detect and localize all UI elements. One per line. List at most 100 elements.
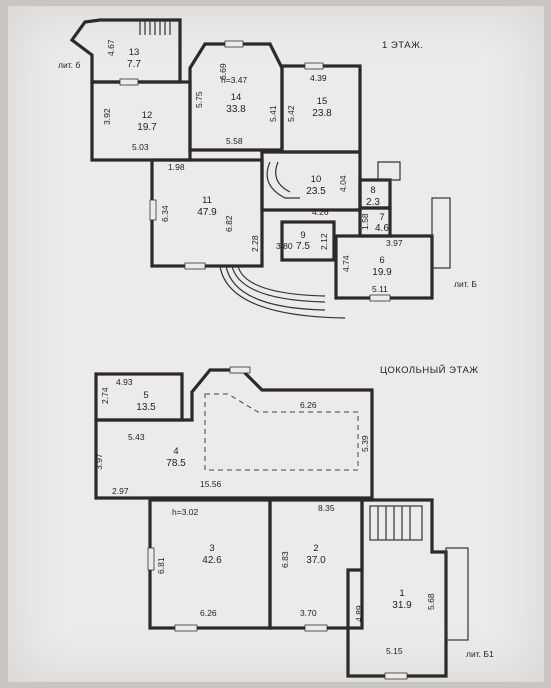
svg-text:9: 9 [300,230,305,241]
svg-text:12: 12 [142,110,153,121]
basement-stairs [369,505,423,541]
room-4-walls [94,368,374,500]
room-6-label: 6 19.9 [372,255,392,278]
svg-text:13.5: 13.5 [136,402,156,413]
room-11-label: 11 47.9 [197,195,217,218]
floor-plan-sheet [8,6,544,682]
room-13-label: 13 7.7 [127,47,141,70]
svg-text:5.58: 5.58 [226,136,243,146]
floor1-curved-stairs [219,265,346,319]
room-15-label: 15 23.8 [312,96,332,119]
svg-text:4.93: 4.93 [116,377,133,387]
basement-title: ЦОКОЛЬНЫЙ ЭТАЖ [380,364,479,376]
svg-text:13: 13 [129,47,140,58]
svg-text:5: 5 [143,390,148,401]
svg-text:15: 15 [317,96,328,107]
svg-text:5.75: 5.75 [194,91,204,108]
svg-text:2.12: 2.12 [319,233,329,250]
basement-right-porch [445,547,469,641]
svg-text:4.6: 4.6 [375,223,389,234]
room-3-label: 3 42.6 [202,543,222,566]
svg-text:4.67: 4.67 [106,39,116,56]
svg-text:2.74: 2.74 [100,387,110,404]
svg-text:2.28: 2.28 [250,235,260,252]
basement-dimensions: 4.93 2.74 5.43 6.26 5.39 3.97 2.97 15.56… [94,377,436,656]
room-9-walls [280,220,336,262]
floor1-top-stairs [139,20,171,35]
svg-text:19.7: 19.7 [137,122,157,133]
svg-text:5.15: 5.15 [386,646,403,656]
room-13-walls [69,18,182,84]
svg-text:37.0: 37.0 [306,555,326,566]
room-2-label: 2 37.0 [306,543,326,566]
svg-text:8: 8 [370,185,375,196]
floor1-lit-left: лит. б [58,60,80,70]
svg-text:5.42: 5.42 [286,105,296,122]
svg-text:6.34: 6.34 [160,205,170,222]
svg-text:4.04: 4.04 [338,175,348,192]
svg-text:1: 1 [399,588,404,599]
svg-text:3: 3 [209,543,214,554]
floor1-height-label: h=3.47 [221,75,248,85]
room-10-stairs [266,161,300,199]
svg-text:14: 14 [231,92,242,103]
svg-text:5.68: 5.68 [426,593,436,610]
svg-text:31.9: 31.9 [392,600,412,611]
svg-text:3.97: 3.97 [94,453,104,470]
svg-text:7: 7 [379,212,384,223]
svg-text:2: 2 [313,543,318,554]
room-1-walls [346,498,448,678]
svg-text:5.11: 5.11 [372,284,388,294]
floor1-dimensions: 4.67 3.92 5.03 6.69 5.75 5.58 5.41 4.39 … [102,39,403,294]
room-1-label: 1 31.9 [392,588,412,611]
floor1-lit-right: лит. Б [454,279,477,289]
svg-text:33.8: 33.8 [226,104,246,115]
svg-text:15.56: 15.56 [200,479,222,489]
svg-text:78.5: 78.5 [166,458,186,469]
svg-text:4.74: 4.74 [341,255,351,272]
svg-text:3.92: 3.92 [102,108,112,125]
svg-text:7.7: 7.7 [127,59,141,70]
svg-text:5.43: 5.43 [128,432,145,442]
room-5-label: 5 13.5 [136,390,156,413]
svg-text:6.26: 6.26 [300,400,317,410]
svg-text:2.3: 2.3 [366,197,380,208]
svg-text:2.97: 2.97 [112,486,129,496]
svg-text:6: 6 [379,255,384,266]
svg-text:3.97: 3.97 [386,238,403,248]
svg-text:19.9: 19.9 [372,267,392,278]
svg-text:5.03: 5.03 [132,142,149,152]
svg-text:4.26: 4.26 [312,207,329,217]
svg-text:6.69: 6.69 [218,63,228,80]
svg-text:11: 11 [202,195,212,206]
svg-text:4.39: 4.39 [310,73,327,83]
room-4-label: 4 78.5 [166,446,186,469]
floor1-title: 1 ЭТАЖ. [382,40,424,51]
room-10-label: 10 23.5 [306,174,326,197]
svg-text:7.5: 7.5 [296,241,310,252]
svg-text:3.80: 3.80 [276,241,293,251]
svg-text:6.26: 6.26 [200,608,217,618]
room-7-label: 7 4.6 [375,212,389,234]
svg-text:42.6: 42.6 [202,555,222,566]
floor1-plan [69,18,451,319]
svg-text:3.70: 3.70 [300,608,317,618]
svg-text:1.98: 1.98 [168,162,185,172]
svg-text:23.8: 23.8 [312,108,332,119]
basement-height-label: h=3.02 [172,507,199,517]
svg-text:6.83: 6.83 [280,551,290,568]
room-9-label: 9 7.5 [296,230,310,252]
basement-plan [94,366,469,680]
svg-text:10: 10 [311,174,322,185]
svg-text:6.81: 6.81 [156,557,166,574]
floor1-right-porch [431,197,451,269]
room-8-label: 8 2.3 [366,185,380,208]
room-14-label: 14 33.8 [226,92,246,115]
svg-text:8.35: 8.35 [318,503,335,513]
room-4-pool-outline [204,393,359,471]
room-8-stairs [377,161,401,181]
svg-text:6.82: 6.82 [224,215,234,232]
svg-text:4.89: 4.89 [354,605,364,622]
room-12-label: 12 19.7 [137,110,157,133]
